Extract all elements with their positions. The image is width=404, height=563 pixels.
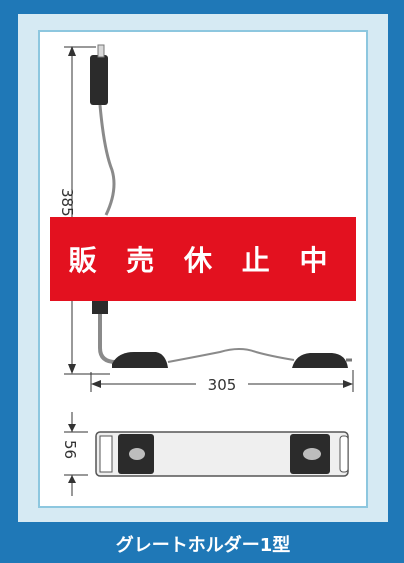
width-label-bg <box>196 374 248 394</box>
foot-right <box>292 353 348 368</box>
height-label: 385 <box>58 188 76 217</box>
banner-text: 販 売 休 止 中 <box>68 244 338 277</box>
thickness-arrow-top <box>68 424 76 432</box>
foot-left <box>112 352 168 368</box>
top-view-end-left <box>99 435 113 473</box>
upper-clamp-block <box>90 55 108 105</box>
height-arrow-top <box>68 46 76 56</box>
width-arrow-right <box>343 380 353 388</box>
top-view-end-right <box>339 435 349 473</box>
wire-bottom <box>167 348 295 363</box>
slot-left <box>129 448 145 460</box>
upper-clamp-tab <box>97 44 105 58</box>
width-label: 305 <box>208 376 237 394</box>
product-name: グレートホルダー1型 <box>115 535 291 556</box>
wire-upper <box>98 104 116 216</box>
thickness-label: 56 <box>61 440 79 459</box>
thickness-arrow-bottom <box>68 475 76 483</box>
slot-right <box>303 448 321 460</box>
lower-clamp-block <box>92 300 108 314</box>
width-arrow-left <box>91 380 101 388</box>
height-arrow-bottom <box>68 364 76 374</box>
product-name-caption: グレートホルダー1型 <box>18 528 388 560</box>
sales-suspended-banner: 販 売 休 止 中 <box>50 217 356 301</box>
wire-bend <box>98 314 117 364</box>
